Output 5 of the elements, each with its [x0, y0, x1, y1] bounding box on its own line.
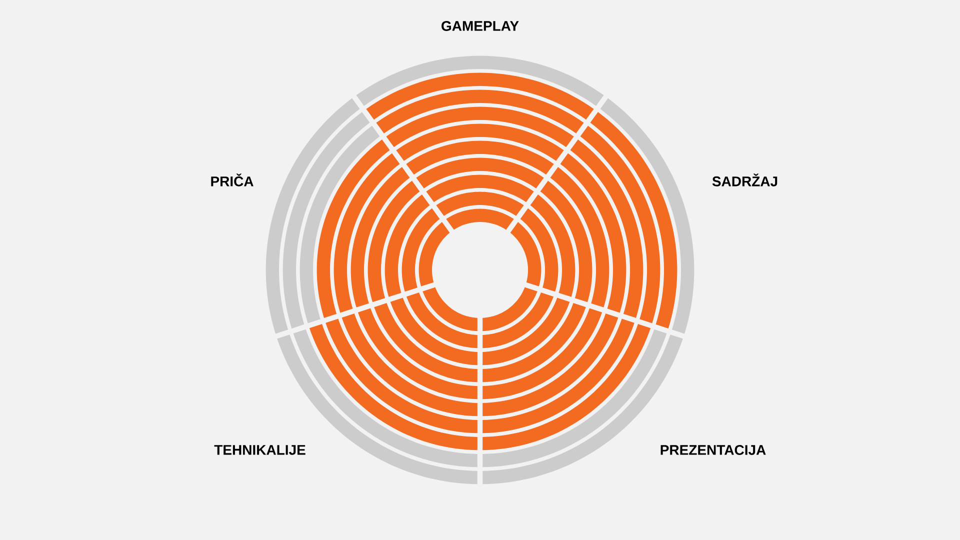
- category-label: GAMEPLAY: [442, 21, 519, 31]
- category-label: PRIČA: [211, 174, 254, 186]
- category-label: PREZENTACIJA: [660, 445, 766, 455]
- category-label: SADRŽAJ: [712, 174, 778, 186]
- category-label: TEHNIKALIJE: [214, 445, 306, 455]
